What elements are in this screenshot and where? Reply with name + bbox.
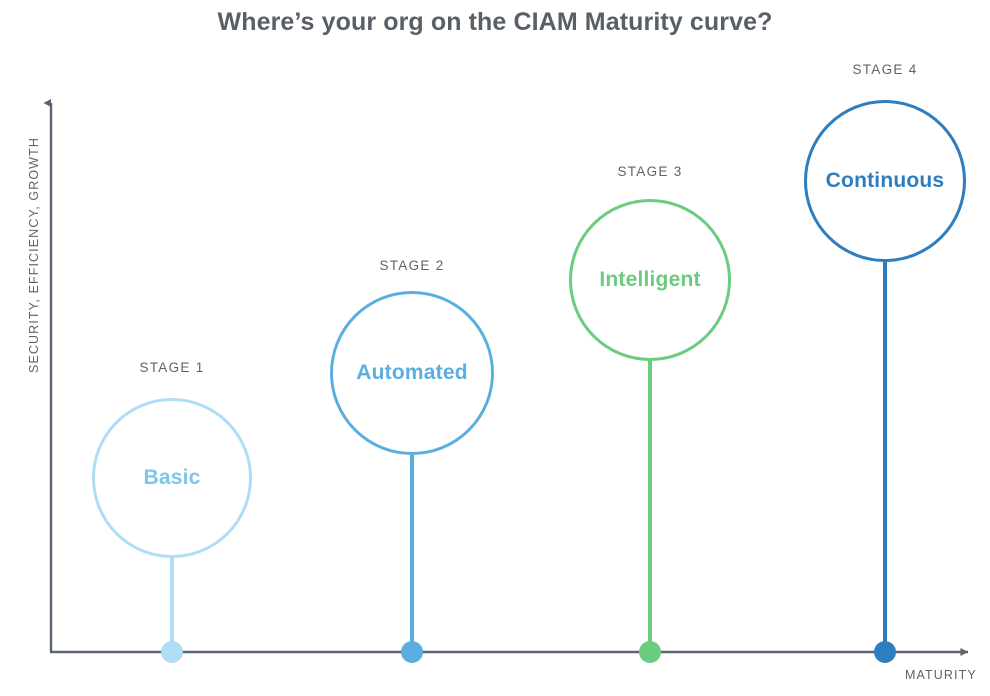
- stage-axis-dot-2[interactable]: [401, 641, 423, 663]
- stage-stem-1: [170, 558, 174, 652]
- stage-axis-dot-3[interactable]: [639, 641, 661, 663]
- stage-caption-1: STAGE 1: [139, 360, 205, 375]
- stage-axis-dot-4[interactable]: [874, 641, 896, 663]
- x-axis-label: MATURITY: [905, 668, 977, 682]
- stage-caption-2: STAGE 2: [379, 258, 445, 273]
- stage-bubble-3[interactable]: Intelligent: [569, 199, 731, 361]
- stage-caption-3: STAGE 3: [617, 164, 683, 179]
- stage-bubble-label-2: Automated: [356, 361, 468, 384]
- stage-stem-4: [883, 262, 887, 652]
- stage-bubble-2[interactable]: Automated: [330, 291, 494, 455]
- y-axis-label: SECURITY, EFFICIENCY, GROWTH: [27, 137, 41, 373]
- stage-bubble-4[interactable]: Continuous: [804, 100, 966, 262]
- stage-bubble-label-3: Intelligent: [599, 268, 701, 291]
- stage-bubble-label-1: Basic: [143, 466, 201, 489]
- stage-stem-2: [410, 455, 414, 652]
- stage-bubble-1[interactable]: Basic: [92, 398, 252, 558]
- stage-bubble-label-4: Continuous: [825, 169, 945, 192]
- stage-axis-dot-1[interactable]: [161, 641, 183, 663]
- chart-title: Where’s your org on the CIAM Maturity cu…: [217, 8, 773, 36]
- stage-stem-3: [648, 361, 652, 652]
- stage-caption-4: STAGE 4: [852, 62, 918, 77]
